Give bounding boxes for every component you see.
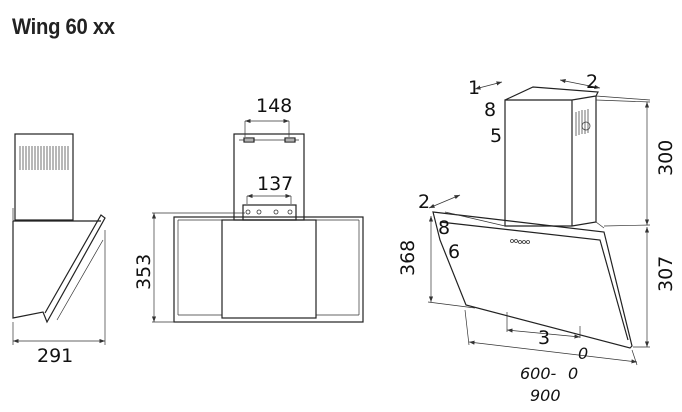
chimney-width-label: 2 <box>586 71 598 93</box>
bracket-slot <box>243 137 255 143</box>
page-title: Wing 60 xx <box>12 14 115 39</box>
chimney-width-dimension <box>559 79 601 89</box>
iso-chimney <box>504 86 599 227</box>
side-vent-grille <box>19 146 69 170</box>
front-hood-body <box>173 216 364 323</box>
overall-width-label: 600- <box>520 364 557 383</box>
side-hood-body <box>12 214 106 324</box>
front-height-label: 353 <box>133 254 155 290</box>
iso-view: 1 8 5 2 300 2 8 6 368 307 3 0 600- 0 900 <box>397 71 677 405</box>
chimney-depth-label: 8 <box>484 99 496 121</box>
hood-height-label: 368 <box>397 240 419 276</box>
front-view: 148 137 353 <box>133 95 364 323</box>
hood-depth-label-top: 2 <box>418 191 430 213</box>
overall-width-label: 0 <box>568 364 578 383</box>
lower-bracket-label: 137 <box>257 173 293 195</box>
iso-hood-body <box>432 211 633 349</box>
hood-depth-label: 6 <box>448 241 460 263</box>
chimney-depth-label: 1 <box>468 77 480 99</box>
inner-width-label: 3 <box>538 327 550 349</box>
hood-depth-label: 8 <box>438 217 450 239</box>
overall-width-label: 0 <box>578 344 588 363</box>
bracket-slot <box>284 137 296 143</box>
side-chimney <box>14 133 74 221</box>
front-panel <box>221 219 317 319</box>
chimney-height-label: 300 <box>655 140 677 176</box>
overall-width-label: 900 <box>530 386 561 405</box>
top-bracket-label: 148 <box>256 95 292 117</box>
mounting-holes <box>245 209 293 215</box>
hood-depth-dimension <box>428 194 461 209</box>
inner-width-dimension <box>506 328 581 339</box>
overall-width-dimension <box>468 340 638 364</box>
body-height-label: 307 <box>655 256 677 292</box>
control-buttons <box>510 239 530 244</box>
side-width-label: 291 <box>37 345 73 367</box>
vent-outlet <box>581 121 591 131</box>
chimney-depth-dimension <box>474 81 503 90</box>
iso-vent-grille <box>575 109 589 136</box>
chimney-depth-label: 5 <box>490 125 502 147</box>
side-view: 291 <box>12 133 106 367</box>
